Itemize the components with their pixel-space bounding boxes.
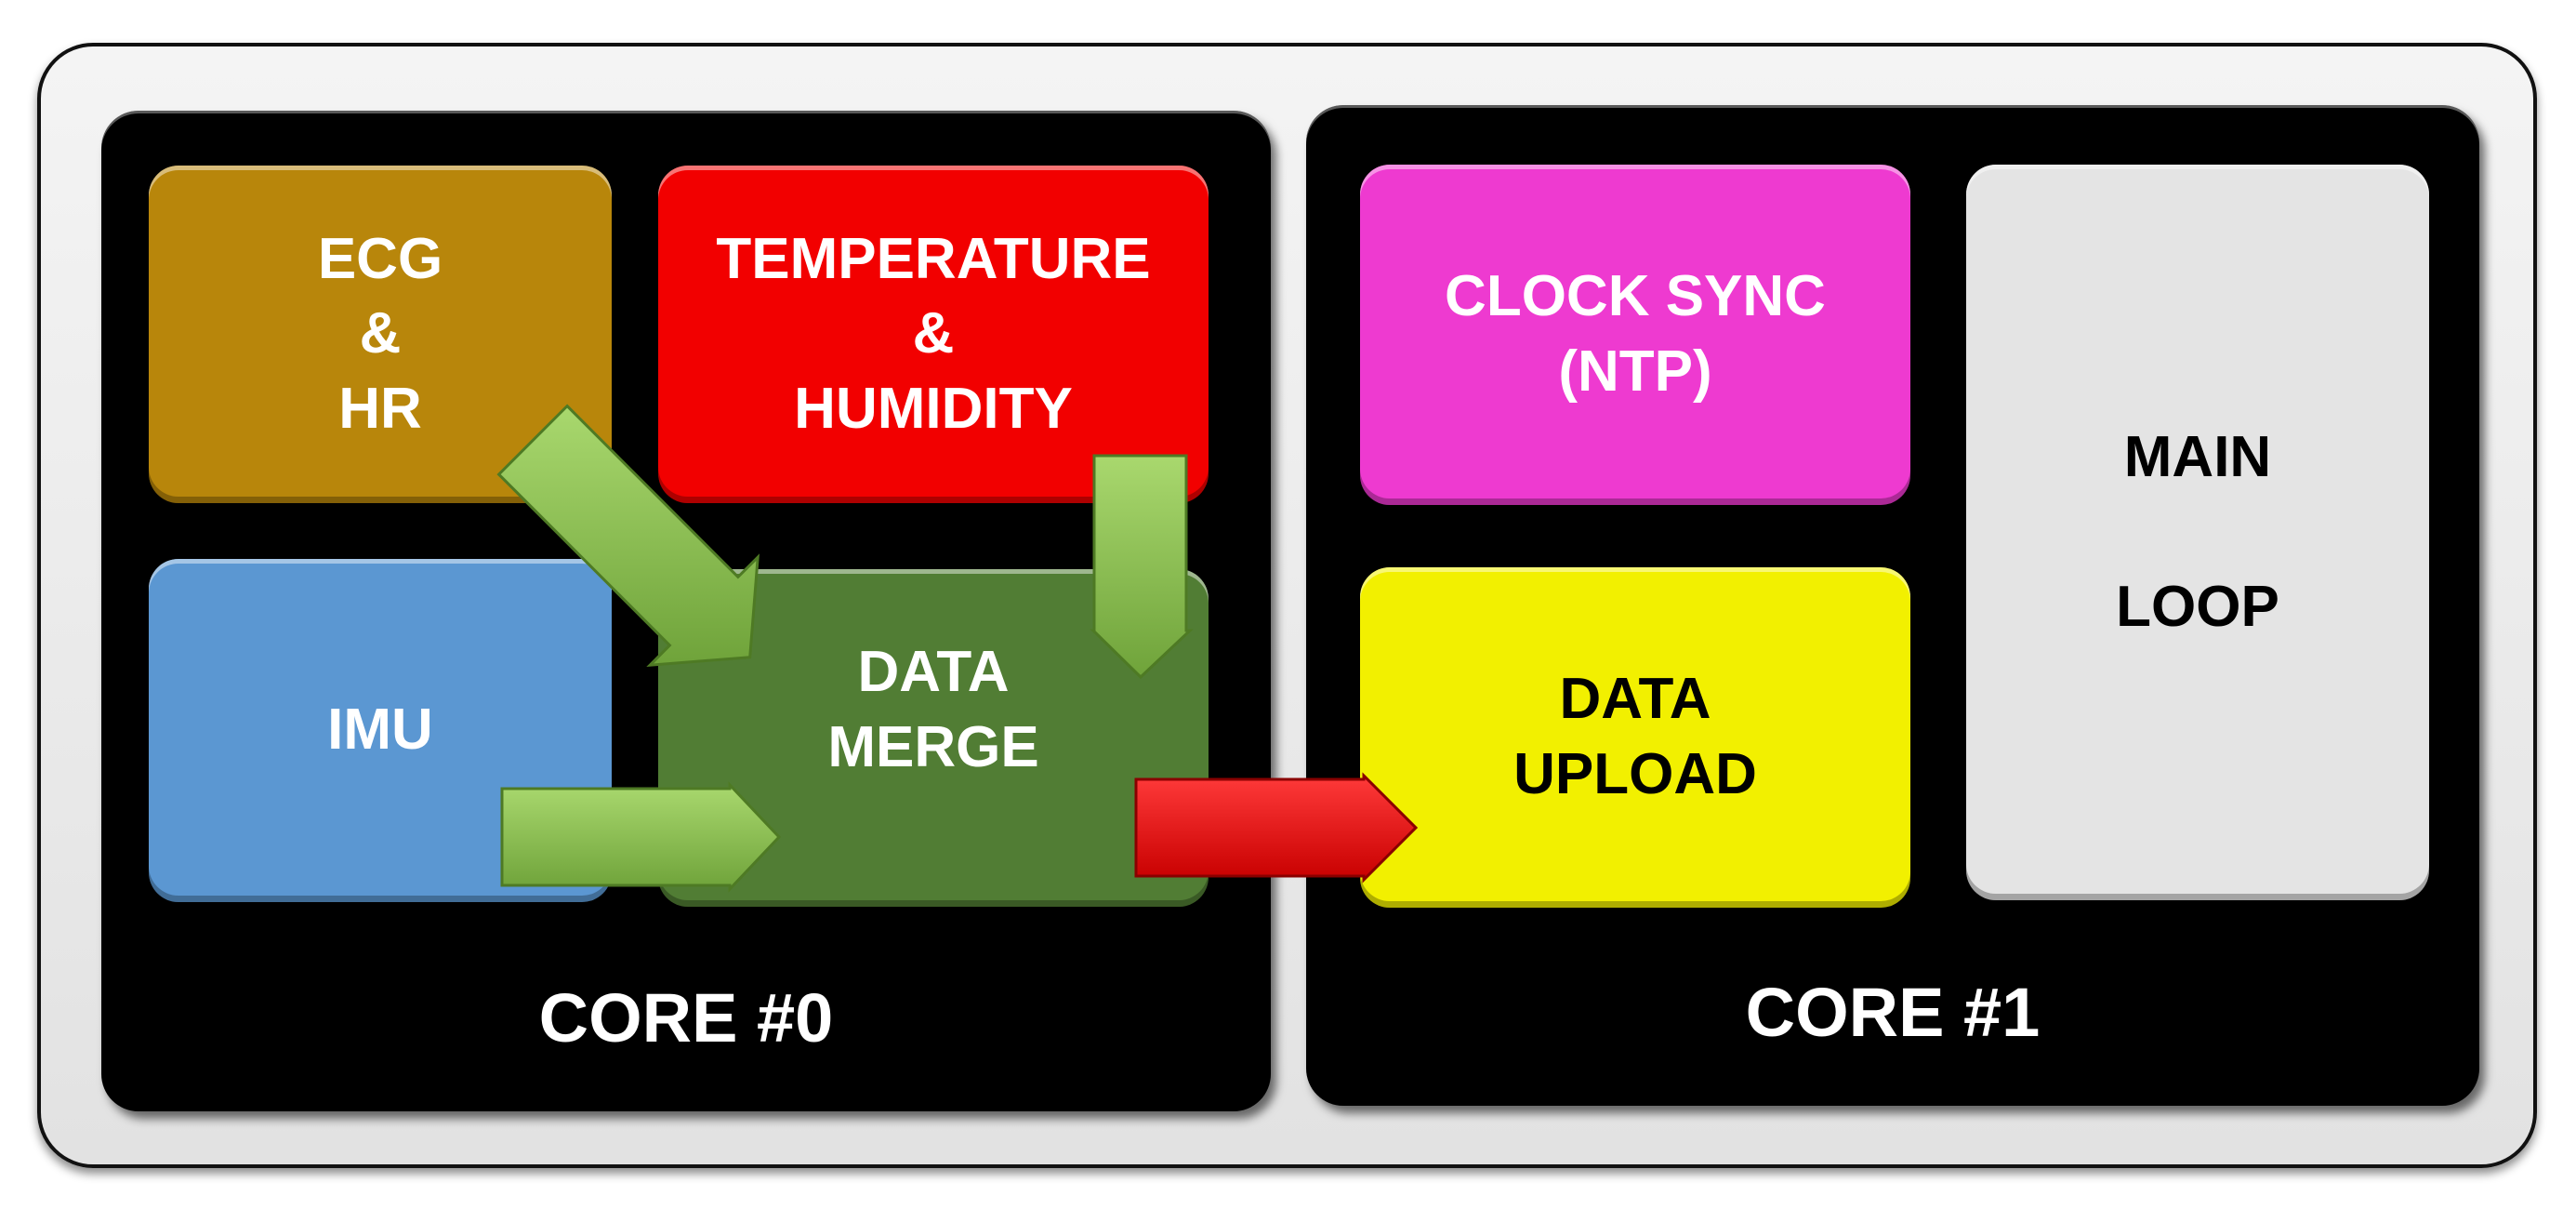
data-upload-label: DATA UPLOAD [1513, 667, 1757, 806]
core-1-title: CORE #1 [1745, 974, 2041, 1051]
temperature-humidity-label: TEMPERATURE & HUMIDITY [716, 226, 1151, 441]
imu-label: IMU [327, 698, 433, 763]
temperature-humidity-block: TEMPERATURE & HUMIDITY [658, 166, 1209, 503]
clock-sync-block: CLOCK SYNC (NTP) [1360, 165, 1910, 505]
data-merge-label: DATA MERGE [827, 639, 1039, 779]
data-upload-block: DATA UPLOAD [1360, 567, 1910, 908]
clock-sync-label: CLOCK SYNC (NTP) [1445, 264, 1826, 404]
core-0-title: CORE #0 [538, 979, 834, 1056]
main-loop-block: MAIN LOOP [1966, 165, 2429, 900]
main-loop-label: MAIN LOOP [2116, 424, 2279, 639]
ecg-hr-label: ECG & HR [317, 226, 443, 441]
imu-block: IMU [149, 559, 612, 902]
data-merge-block: DATA MERGE [658, 569, 1209, 907]
ecg-hr-block: ECG & HR [149, 166, 612, 503]
